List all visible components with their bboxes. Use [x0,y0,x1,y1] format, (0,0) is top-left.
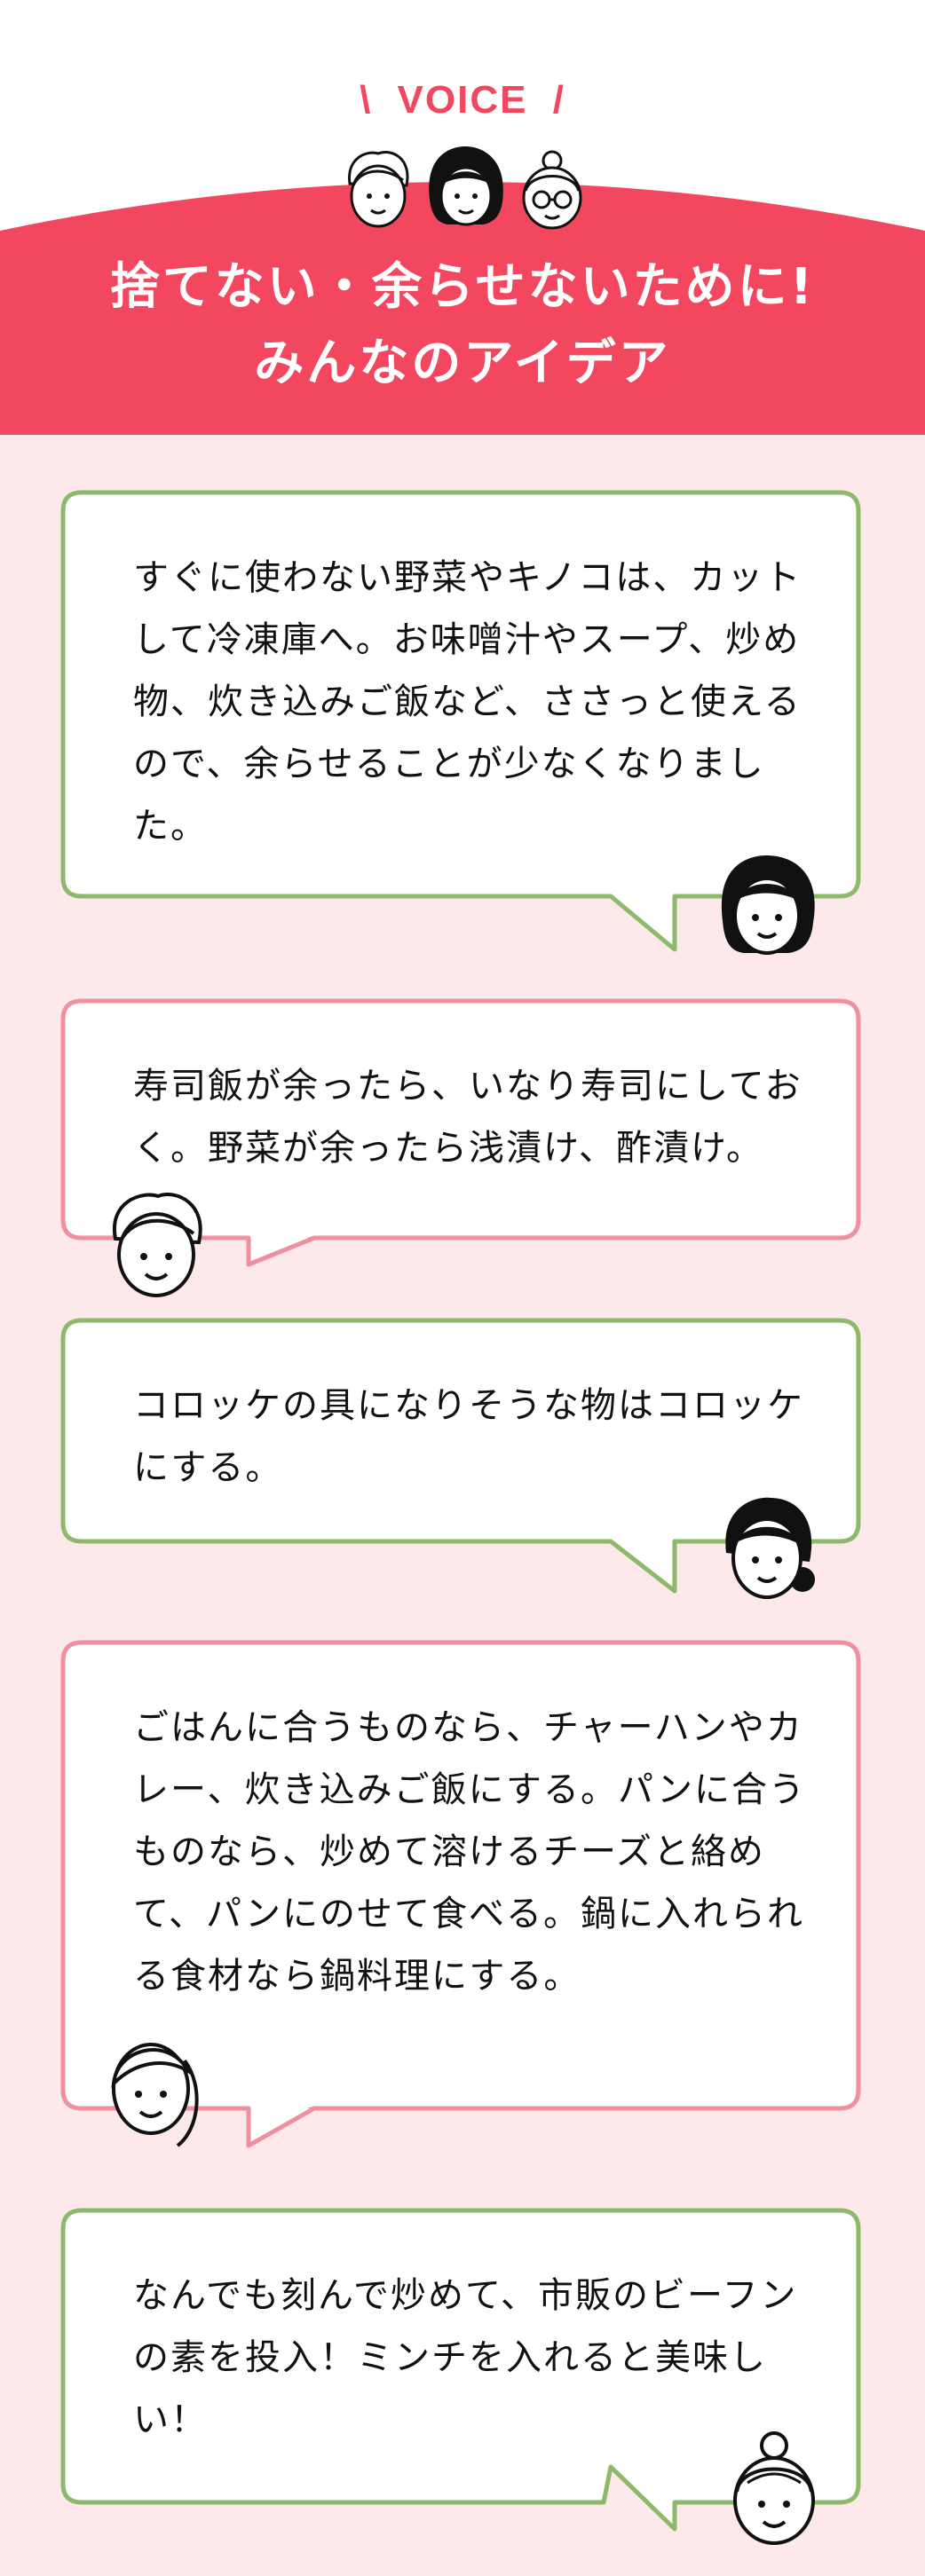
title-banner [0,182,925,435]
voice-text-3: コロッケの具になりそうな物はコロッケにする。 [133,1385,804,1488]
voice-bubble-3: コロッケの具になりそうな物はコロッケにする。 [60,1318,861,1594]
woman-face-icon [111,2043,199,2147]
voice-bubble-4: ごはんに合うものなら、チャーハンやカレー、炊き込みご飯にする。パンに合うものなら… [60,1640,861,2155]
man-face-icon [112,1193,202,1297]
elderly-woman-face-icon [522,150,582,230]
voice-heading: \ VOICE / [0,78,925,122]
voice-bubble-2: 寿司飯が余ったら、いなり寿司にしておく。野菜が余ったら浅漬け、酢漬け。 [60,998,861,1273]
voice-text-5: なんでも刻んで炒めて、市販のビーフンの素を投入！ミンチを入れると美味しい！ [133,2275,798,2440]
voice-bubble-1: すぐに使わない野菜やキノコは、カットして冷凍庫へ。お味噌汁やスープ、炒め物、炊き… [60,490,861,952]
woman-bob-face-icon [721,855,815,955]
page-title-line2: みんなのアイデア [254,335,671,392]
voice-text-1: すぐに使わない野菜やキノコは、カットして冷凍庫へ。お味噌汁やスープ、炒め物、炊き… [133,557,802,847]
voice-bubble-5: なんでも刻んで炒めて、市販のビーフンの素を投入！ミンチを入れると美味しい！ [60,2208,861,2563]
man-face-icon [348,151,409,228]
voice-text-2: 寿司飯が余ったら、いなり寿司にしておく。野菜が余ったら浅漬け、酢漬け。 [133,1066,802,1169]
voice-label: VOICE [397,78,528,122]
slash-left: \ [360,78,373,122]
voice-faces-group [348,146,582,230]
woman-bun-face-icon [725,1497,815,1599]
elderly-woman-face-icon [733,2431,815,2545]
page-title-line1: 捨てない・余らせないために! [109,258,816,316]
voice-text-4: ごはんに合うものなら、チャーハンやカレー、炊き込みご飯にする。パンに合うものなら… [133,1707,806,1997]
slash-right: / [552,78,565,122]
woman-bob-face-icon [429,146,503,226]
